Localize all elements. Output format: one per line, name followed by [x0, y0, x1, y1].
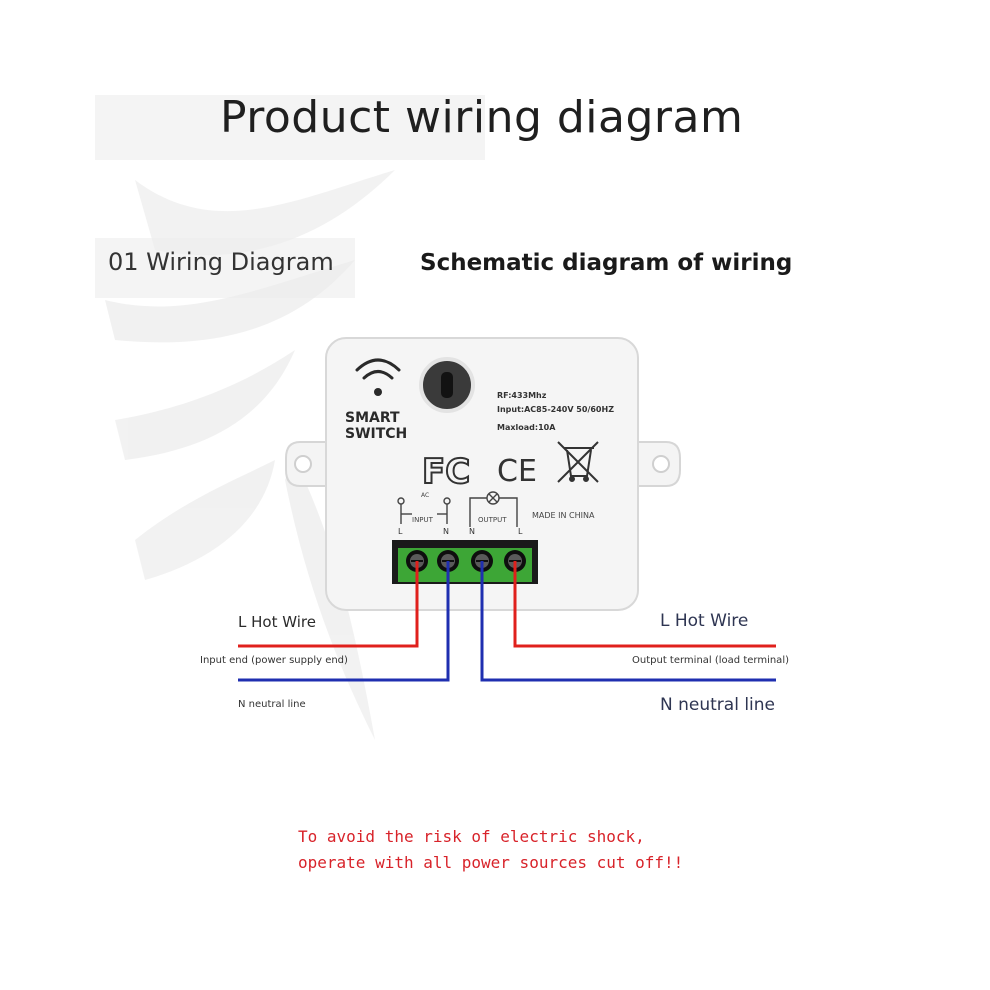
left-hot-wire-label: L Hot Wire [238, 613, 316, 631]
section-label: 01 Wiring Diagram [108, 248, 334, 276]
input-hot-wire [238, 561, 419, 648]
terminal-label-n-output: N [469, 527, 475, 536]
title-background-band [95, 95, 485, 160]
output-terminal-label: Output terminal (load terminal) [632, 655, 789, 666]
spec-rf: RF:433Mhz [497, 391, 547, 400]
right-hot-wire-label: L Hot Wire [660, 611, 749, 631]
spec-input: Input:AC85-240V 50/60HZ [497, 405, 614, 414]
safety-warning: To avoid the risk of electric shock, ope… [298, 824, 683, 876]
fc-mark-icon: FC [422, 452, 470, 492]
left-neutral-label: N neutral line [238, 699, 306, 710]
weee-bin-icon [557, 441, 599, 483]
terminal-label-l-input: L [398, 527, 403, 536]
page-title: Product wiring diagram [220, 92, 744, 143]
ac-label: AC [421, 492, 429, 499]
right-neutral-label: N neutral line [660, 695, 776, 715]
input-end-label: Input end (power supply end) [200, 655, 348, 666]
terminal-label-l-output: L [518, 527, 523, 536]
schematic-title: Schematic diagram of wiring [420, 250, 793, 276]
output-hot-wire [513, 561, 776, 648]
spec-maxload: Maxload:10A [497, 423, 556, 432]
input-neutral-wire [238, 561, 450, 682]
origin-label: MADE IN CHINA [532, 511, 595, 520]
terminal-label-n-input: N [443, 527, 449, 536]
output-neutral-wire [480, 561, 776, 682]
wireless-signal-icon [355, 358, 401, 396]
warning-line-1: To avoid the risk of electric shock, [298, 827, 645, 846]
input-label: INPUT [412, 516, 434, 524]
ce-mark-icon: CE [497, 454, 537, 489]
warning-line-2: operate with all power sources cut off!! [298, 853, 684, 872]
brand-line-2: SWITCH [345, 426, 407, 442]
brand-line-1: SMART [345, 410, 400, 426]
output-label: OUTPUT [478, 516, 507, 524]
